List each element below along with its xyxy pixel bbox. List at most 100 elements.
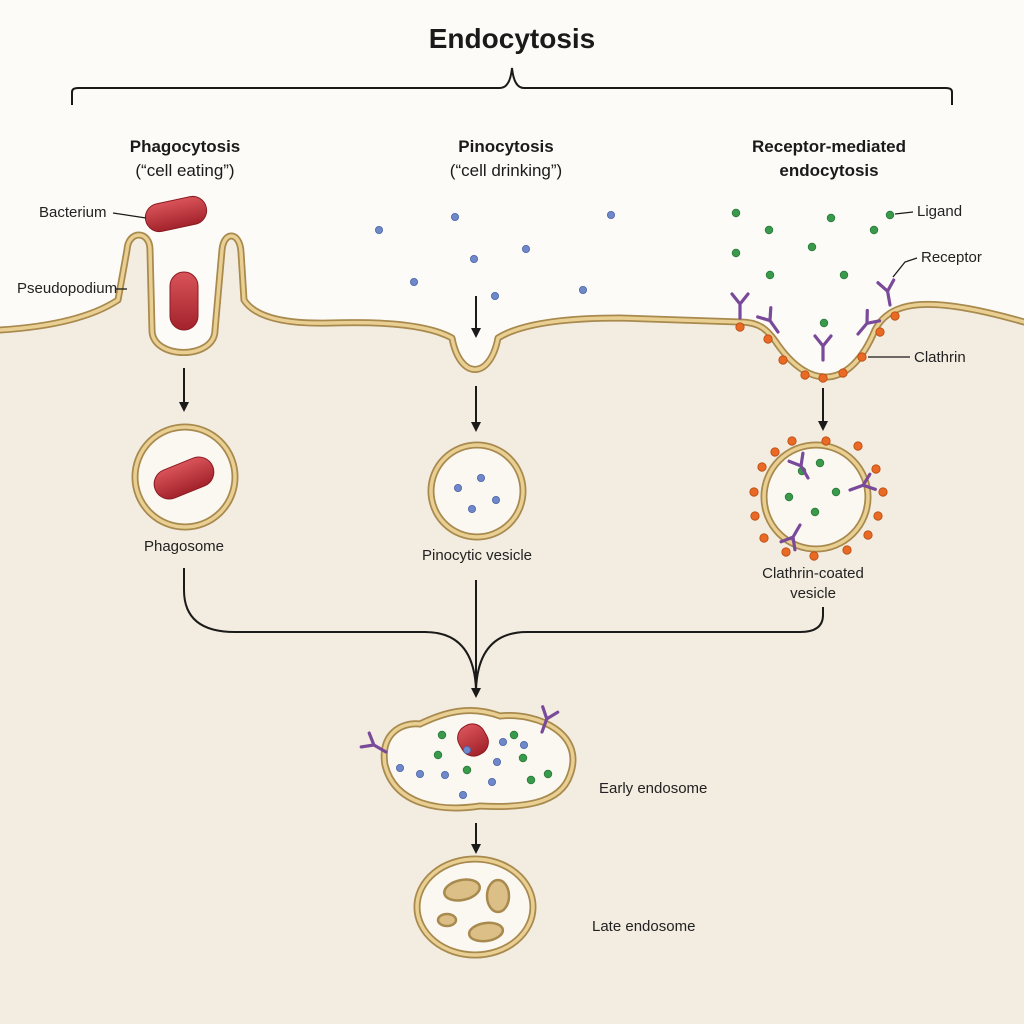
clathrin-particle — [871, 464, 881, 474]
clathrin-particle — [757, 462, 767, 472]
clathrin-particle — [821, 436, 831, 446]
clathrin-particle — [873, 511, 883, 521]
clathrin-particle — [749, 487, 759, 497]
clathrin-particle — [787, 436, 797, 446]
ligand-particle — [826, 213, 836, 223]
solute-particles — [374, 210, 616, 800]
arrow-phago-merge — [183, 568, 477, 691]
clathrin-particle — [778, 355, 788, 365]
ligand-particle — [509, 730, 519, 740]
clathrin-particle — [890, 311, 900, 321]
clathrin-particle — [770, 447, 780, 457]
bacterium-engulfed — [169, 271, 199, 331]
solute-particle — [487, 778, 496, 787]
pinocytosis-subtitle: (“cell drinking”) — [449, 161, 563, 180]
clathrin-particle — [853, 441, 863, 451]
late-endosome — [413, 855, 537, 959]
phagosome-label: Phagosome — [143, 538, 225, 555]
solute-particle — [520, 741, 529, 750]
solute-particle — [462, 746, 471, 755]
receptor-protein — [848, 472, 877, 492]
clathrin-particle — [809, 551, 819, 561]
receptor-heading-line1: Receptor-mediated — [752, 137, 906, 156]
ligand-particle — [869, 225, 879, 235]
title-bracket — [71, 67, 953, 105]
solute-particle — [498, 738, 507, 747]
pinocytosis-heading: Pinocytosis — [458, 137, 554, 156]
ligand-particle — [462, 765, 472, 775]
ligand-particle — [765, 270, 775, 280]
cytoplasm-region — [0, 235, 1024, 1024]
ligand-particle — [831, 487, 841, 497]
receptor-protein — [876, 278, 896, 307]
solute-particle — [476, 473, 485, 482]
clathrin-particle — [875, 327, 885, 337]
receptor-heading-line2: endocytosis — [779, 161, 879, 180]
clathrin-coated-vesicle — [760, 441, 872, 553]
clathrin-particles — [735, 311, 900, 561]
receptor-protein — [730, 292, 750, 320]
receptor-protein — [856, 308, 882, 336]
clathrin-particle — [750, 511, 760, 521]
receptor-protein — [813, 334, 833, 362]
clathrin-particle — [800, 370, 810, 380]
pseudopodium-label: Pseudopodium — [17, 280, 118, 297]
solute-particle — [492, 758, 501, 767]
solute-particle — [490, 291, 499, 300]
ligand-particle — [807, 242, 817, 252]
solute-particle — [467, 504, 476, 513]
ligand-label: Ligand — [917, 203, 963, 220]
late-endosome-label: Late endosome — [592, 918, 696, 935]
ligand-particle — [810, 507, 820, 517]
bacterium-outside — [144, 195, 208, 233]
ligand-particle — [815, 458, 825, 468]
ligand-particle — [819, 318, 829, 328]
arrow-receptor-merge — [475, 607, 824, 691]
ligand-particle — [518, 753, 528, 763]
solute-particle — [453, 483, 462, 492]
ligand-particles — [433, 208, 895, 785]
clathrin-particle — [838, 368, 848, 378]
phagocytosis-subtitle: (“cell eating”) — [135, 161, 235, 180]
clathrin-particle — [863, 530, 873, 540]
pinocytic-vesicle — [427, 441, 527, 541]
receptor-proteins — [359, 278, 896, 754]
bacterium-label: Bacterium — [39, 204, 107, 221]
clathrin-label: Clathrin — [914, 349, 966, 366]
diagram-title: Endocytosis — [428, 23, 596, 54]
clathrin-particle — [735, 322, 745, 332]
solute-particle — [458, 791, 467, 800]
ligand-particle — [885, 210, 895, 220]
solute-particle — [395, 764, 404, 773]
solute-particle — [450, 212, 459, 221]
ligand-particle — [433, 750, 443, 760]
ligand-particle — [543, 769, 553, 779]
receptor-label: Receptor — [921, 249, 982, 266]
solute-particle — [409, 277, 418, 286]
clathrin-vesicle-label-line1: Clathrin-coated — [762, 565, 864, 582]
ligand-particle — [437, 730, 447, 740]
clathrin-particle — [781, 547, 791, 557]
receptor-protein — [779, 523, 802, 552]
early-endosome-label: Early endosome — [599, 780, 708, 797]
clathrin-particle — [878, 487, 888, 497]
ligand-particle — [839, 270, 849, 280]
early-endosome — [380, 707, 577, 812]
ligand-leader — [894, 211, 914, 215]
clathrin-particle — [763, 334, 773, 344]
pinocytic-vesicle-label: Pinocytic vesicle — [421, 547, 533, 564]
ligand-particle — [731, 208, 741, 218]
ligand-particle — [731, 248, 741, 258]
ligand-particle — [526, 775, 536, 785]
receptor-protein — [787, 451, 810, 480]
solute-particle — [607, 210, 616, 219]
solute-particle — [469, 254, 478, 263]
ligand-particle — [764, 225, 774, 235]
receptor-protein — [756, 306, 780, 334]
solute-particle — [491, 495, 500, 504]
bacterium-leader — [112, 212, 147, 219]
solute-particle — [579, 285, 588, 294]
clathrin-vesicle-label-line2: vesicle — [790, 585, 836, 602]
